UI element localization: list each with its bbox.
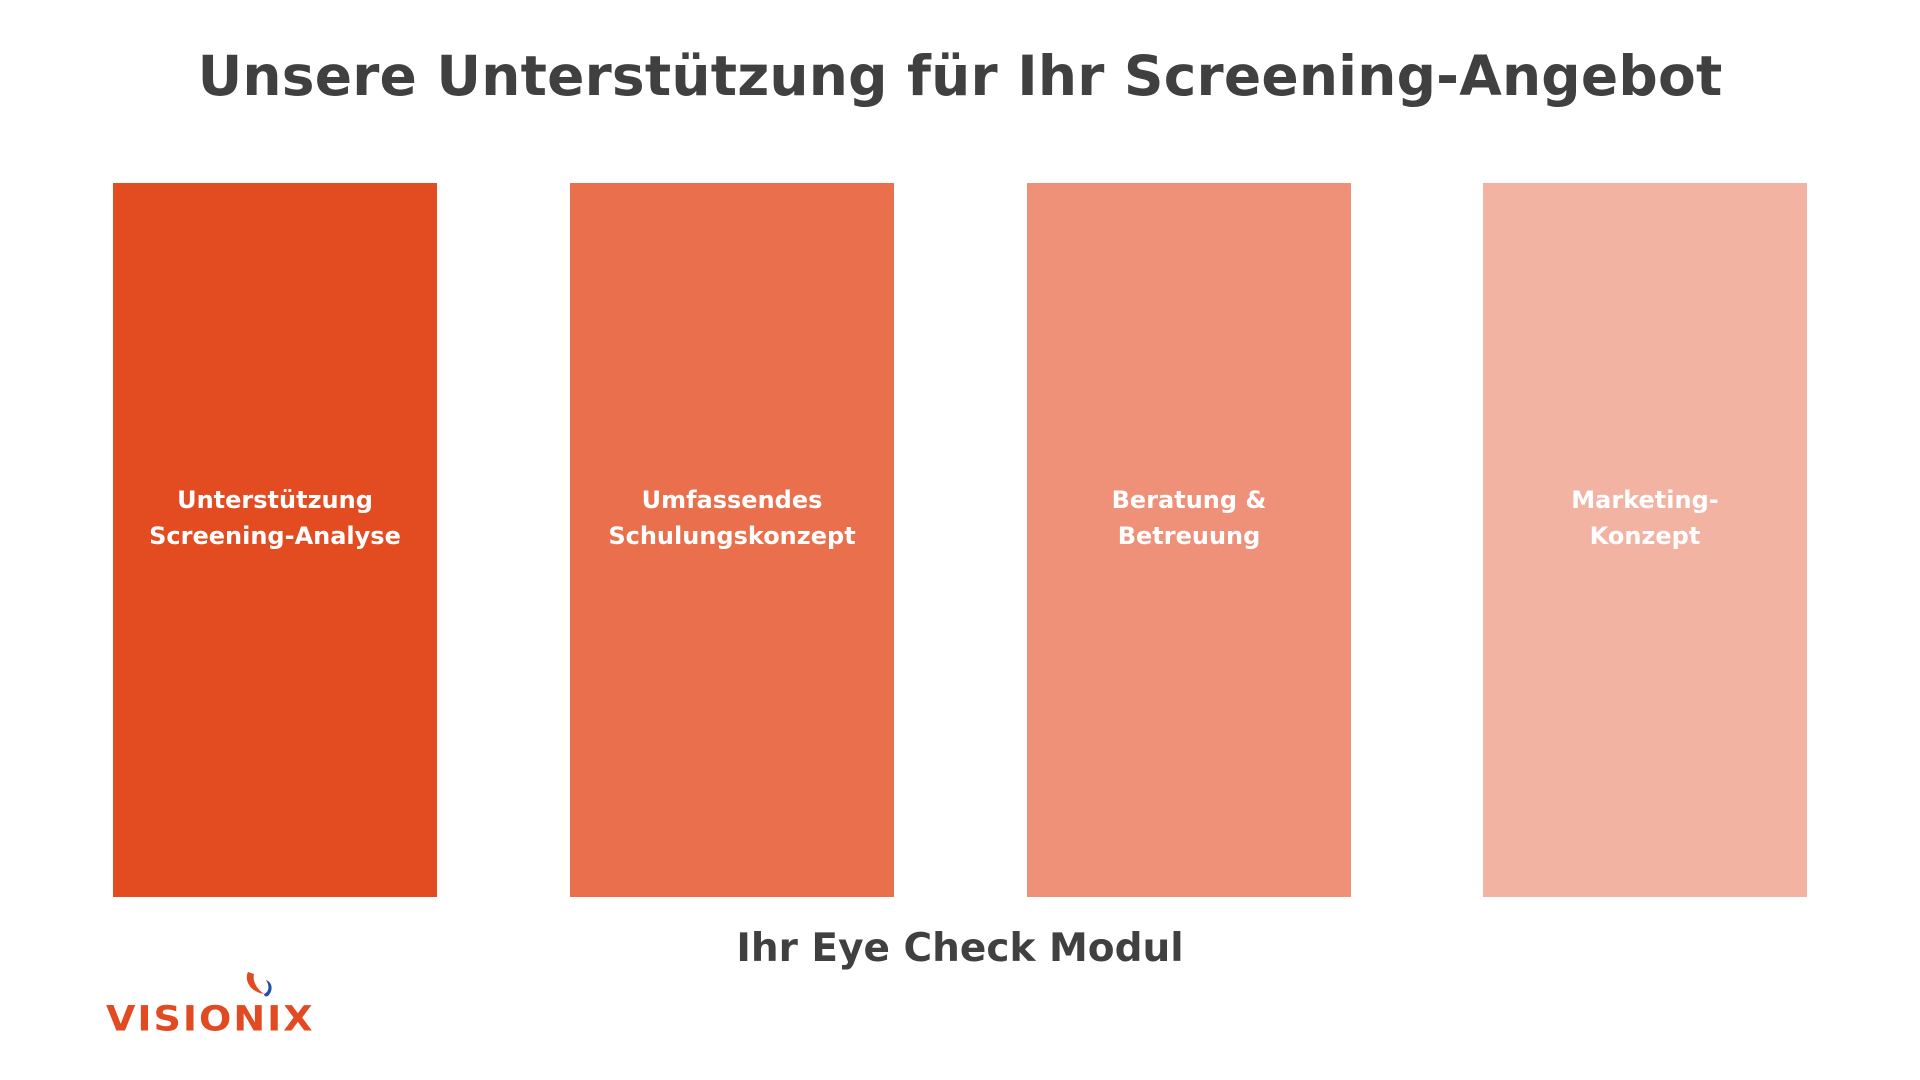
logo-swoosh-icon <box>246 972 272 997</box>
box-label: Marketing- Konzept <box>1571 485 1719 550</box>
box-marketing-konzept: Marketing- Konzept <box>1483 183 1807 897</box>
box-beratung-betreuung: Beratung & Betreuung <box>1027 183 1351 897</box>
box-label: Umfassendes Schulungskonzept <box>608 485 856 550</box>
box-label: Beratung & Betreuung <box>1111 485 1267 550</box>
box-screening-analyse: Unterstützung Screening-Analyse <box>113 183 437 897</box>
module-label: Ihr Eye Check Modul <box>736 926 1184 971</box>
box-schulungskonzept: Umfassendes Schulungskonzept <box>570 183 894 897</box>
box-label: Unterstützung Screening-Analyse <box>149 485 401 550</box>
logo-text: VISIONIX <box>106 998 315 1039</box>
slide-title: Unsere Unterstützung für Ihr Screening-A… <box>197 44 1723 108</box>
visionix-logo: VISIONIX <box>106 970 313 1040</box>
